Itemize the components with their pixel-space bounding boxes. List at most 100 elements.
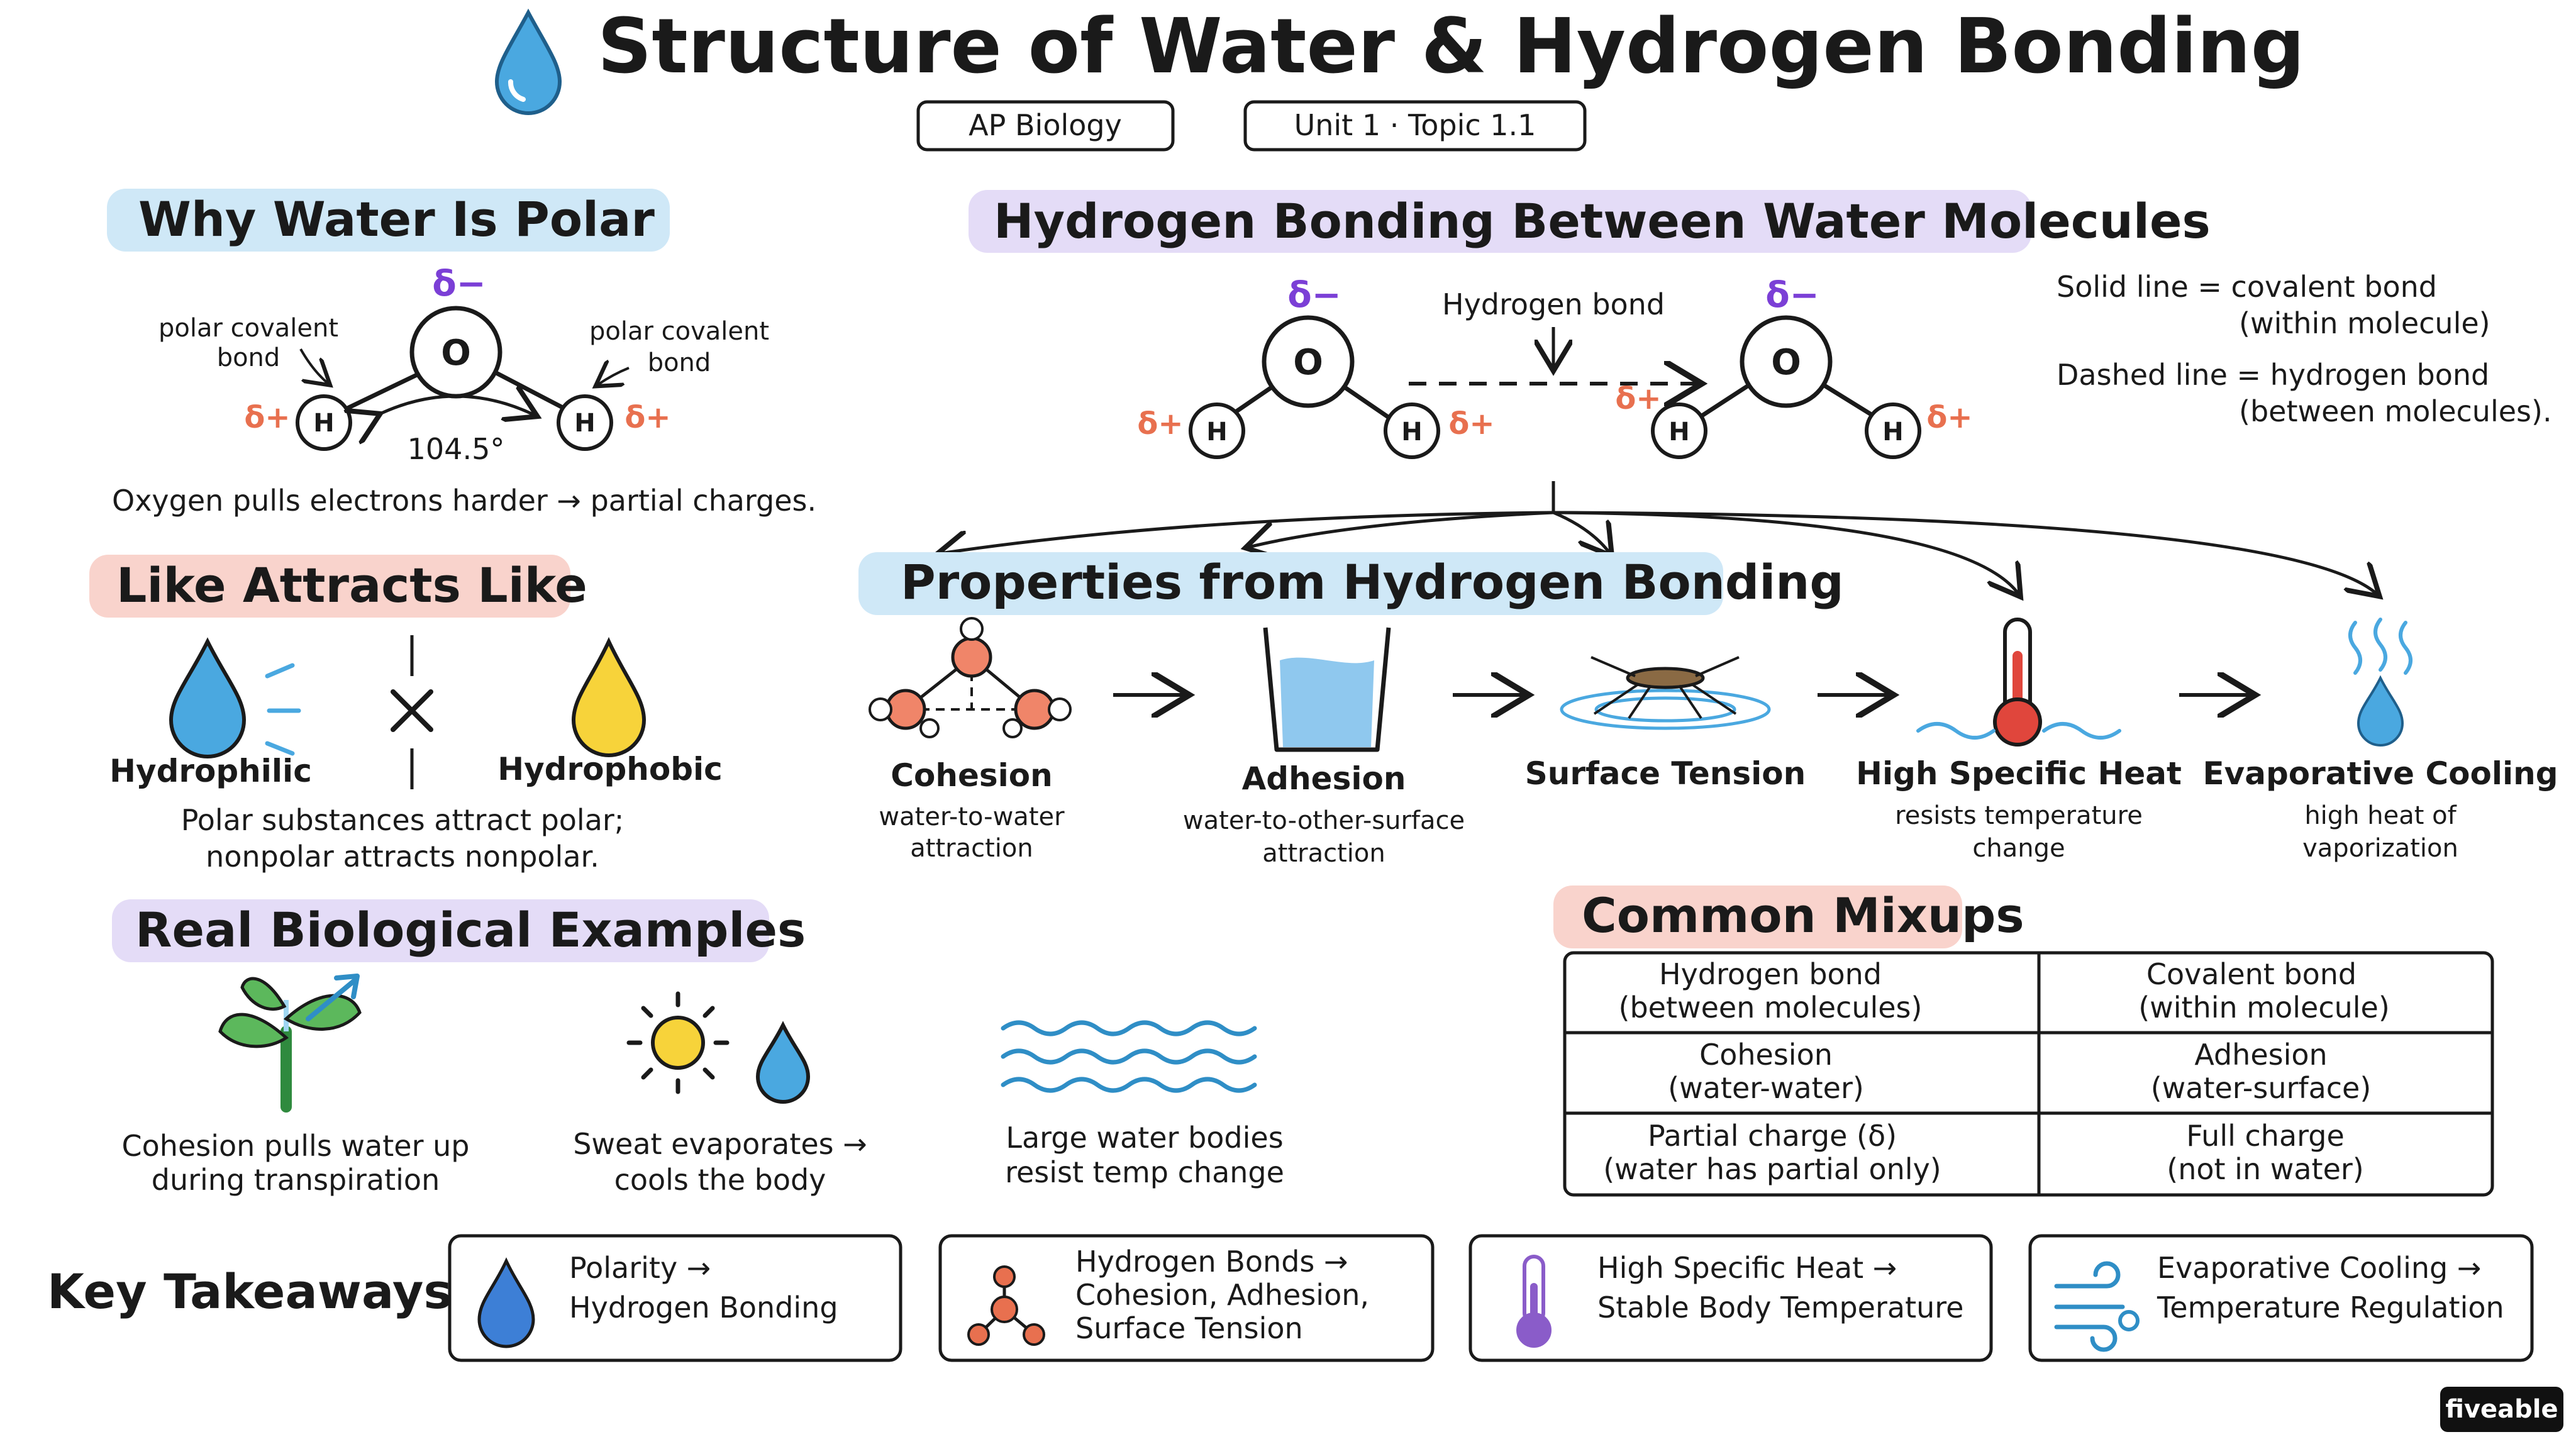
example-caption: Large water bodies — [1006, 1121, 1283, 1155]
hydrogen-bond-label: Hydrogen bond — [1442, 287, 1665, 321]
polar-covalent-bond-label: bond — [648, 348, 711, 377]
section-heading: Real Biological Examples — [135, 902, 806, 958]
thermometer-icon — [1516, 1255, 1552, 1348]
pointer-arrow — [597, 368, 630, 385]
legend-solid-line: Solid line = covalent bond — [2057, 270, 2437, 304]
branch-arrow — [1553, 511, 1610, 553]
table-cell: (not in water) — [2167, 1152, 2363, 1186]
properties-section: Properties from Hydrogen Bonding Cohesio… — [858, 552, 2558, 868]
hydrophobic-drop-icon — [571, 636, 647, 757]
delta-minus-label: δ− — [1765, 275, 1819, 316]
oxygen-atom — [1740, 315, 1833, 408]
biological-examples-section: Real Biological Examples Cohesion pulls … — [112, 899, 1284, 1197]
table-cell: Full charge — [2186, 1119, 2345, 1153]
hydrogen-atom — [1384, 402, 1440, 459]
course-tag: AP Biology — [969, 108, 1122, 142]
delta-plus-label: δ+ — [1448, 406, 1494, 441]
delta-minus-label: δ− — [432, 264, 486, 304]
takeaway-card — [448, 1234, 902, 1362]
takeaways-label: Key Takeaways: — [47, 1263, 471, 1319]
mixups-table — [1563, 951, 2494, 1197]
hydrophilic-drop-icon — [169, 637, 301, 758]
table-cell: Hydrogen bond — [1659, 957, 1882, 991]
takeaway-text: High Specific Heat → — [1597, 1251, 1897, 1285]
property-description: high heat of — [2304, 801, 2457, 830]
takeaway-card — [1468, 1234, 1993, 1362]
branch-arrow — [940, 511, 1554, 553]
hydrogen-symbol: H — [574, 409, 595, 438]
takeaway-text: Polarity → — [569, 1251, 711, 1285]
example-caption: resist temp change — [1005, 1155, 1284, 1189]
sun-drop-icon — [626, 991, 811, 1104]
delta-minus-label: δ− — [1287, 275, 1341, 316]
property-name: Surface Tension — [1525, 755, 1806, 792]
polar-covalent-bond-label: polar covalent — [158, 314, 338, 343]
heading-highlight — [969, 190, 2031, 253]
hydrogen-symbol: H — [313, 409, 334, 438]
hydrogen-atom — [1189, 402, 1245, 459]
pointer-arrow — [299, 348, 328, 384]
section-heading: Hydrogen Bonding Between Water Molecules — [994, 193, 2211, 249]
polar-covalent-bond-label: polar covalent — [589, 317, 769, 346]
section-heading: Why Water Is Polar — [138, 191, 655, 247]
hydrogen-symbol: H — [1206, 418, 1227, 447]
takeaway-text: Surface Tension — [1075, 1311, 1303, 1345]
hydrogen-symbol: H — [1668, 418, 1689, 447]
example-caption: Cohesion pulls water up — [122, 1129, 470, 1163]
heading-highlight — [858, 552, 1723, 615]
hydrophilic-label: Hydrophilic — [109, 753, 312, 789]
unit-tag-box — [1243, 100, 1587, 152]
takeaway-text: Cohesion, Adhesion, — [1075, 1278, 1369, 1312]
table-cell: (between molecules) — [1619, 991, 1923, 1024]
example-caption: cools the body — [614, 1163, 826, 1197]
delta-plus-label: δ+ — [1615, 381, 1661, 416]
water-network-icon — [869, 617, 1072, 738]
delta-plus-label: δ+ — [1926, 400, 1972, 435]
oxygen-symbol: O — [1771, 342, 1801, 383]
section-heading: Properties from Hydrogen Bonding — [901, 554, 1844, 610]
water-strider-icon — [1560, 656, 1771, 730]
section-heading: Common Mixups — [1582, 887, 2024, 943]
thermometer-icon — [1916, 618, 2121, 747]
header: Structure of Water & Hydrogen Bonding AP… — [494, 3, 2305, 152]
hydrogen-atom — [557, 394, 613, 451]
delta-plus-label: δ+ — [244, 400, 290, 435]
beaker-icon — [1263, 627, 1391, 752]
polar-covalent-bond-label: bond — [217, 343, 280, 372]
bond-angle-label: 104.5° — [408, 432, 505, 466]
property-name: Cohesion — [891, 757, 1052, 794]
oxygen-symbol: O — [1293, 342, 1323, 383]
polar-caption: Oxygen pulls electrons harder → partial … — [112, 484, 816, 518]
table-cell: (within molecule) — [2138, 991, 2390, 1024]
heading-highlight — [112, 899, 769, 962]
legend-solid-line-sub: (within molecule) — [2239, 306, 2490, 340]
steam-drop-icon — [2348, 618, 2412, 747]
property-description: resists temperature — [1895, 801, 2143, 830]
oxygen-symbol: O — [441, 333, 471, 374]
plant-icon — [218, 974, 362, 1113]
water-drop-icon — [494, 8, 562, 115]
takeaway-text: Stable Body Temperature — [1597, 1291, 1963, 1324]
bond-angle-arc — [377, 396, 535, 415]
table-cell: Partial charge (δ) — [1648, 1119, 1897, 1153]
table-cell: (water-surface) — [2151, 1071, 2372, 1105]
page-title: Structure of Water & Hydrogen Bonding — [597, 3, 2305, 91]
takeaway-text: Evaporative Cooling → — [2157, 1251, 2481, 1285]
property-description: water-to-water — [879, 802, 1065, 831]
oxygen-atom — [1262, 315, 1355, 408]
property-description: attraction — [910, 834, 1033, 863]
takeaway-card — [938, 1234, 1435, 1362]
property-name: Evaporative Cooling — [2202, 755, 2558, 792]
brand-badge: fiveable — [2440, 1387, 2563, 1432]
hydrogen-symbol: H — [1882, 418, 1903, 447]
key-takeaways-section: Key Takeaways: Polarity → Hydrogen Bondi… — [47, 1234, 2534, 1362]
property-description: water-to-other-surface — [1183, 806, 1465, 835]
waves-icon — [1001, 1020, 1257, 1093]
repel-x-icon — [391, 689, 433, 732]
delta-plus-label: δ+ — [625, 400, 670, 435]
wind-icon — [2054, 1261, 2140, 1352]
property-name: Adhesion — [1242, 760, 1406, 797]
example-caption: during transpiration — [152, 1163, 440, 1197]
takeaway-text: Hydrogen Bonding — [569, 1291, 838, 1324]
molecule-icon — [967, 1265, 1045, 1346]
